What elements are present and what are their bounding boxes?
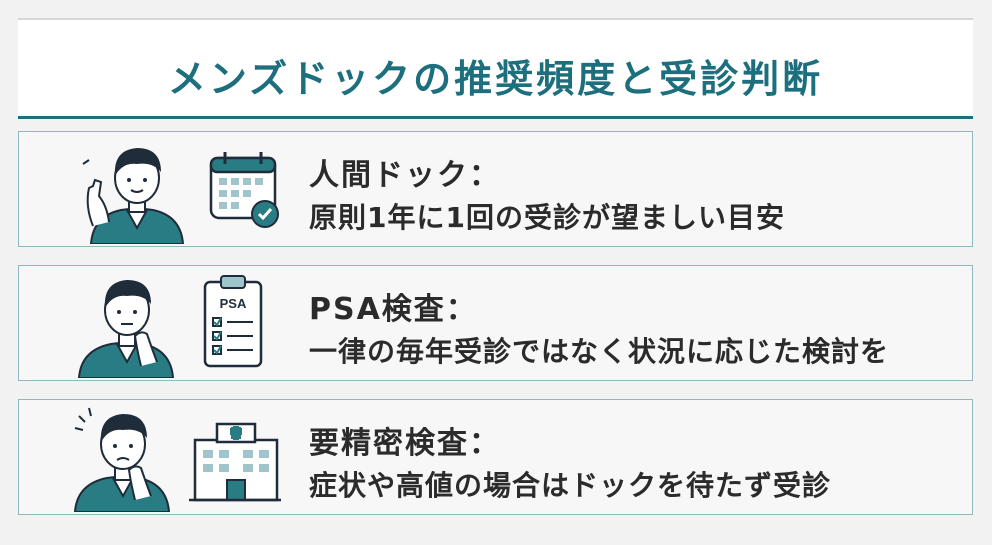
page-title: メンズドックの推奨頻度と受診判断: [167, 57, 824, 101]
hospital-icon: [189, 422, 281, 502]
card-heading: 要精密検査：: [309, 426, 501, 461]
title-banner: メンズドックの推奨頻度と受診判断: [18, 18, 973, 119]
info-card-psa: PSA PSA検査： 一律の毎年受診ではなく状況に応じた検討を: [18, 265, 973, 381]
card-heading: 人間ドック：: [309, 158, 501, 193]
card-description: 原則1年に1回の受診が望ましい目安: [309, 201, 785, 234]
worried-man-icon: [73, 407, 171, 512]
thinking-man-icon: [77, 280, 175, 378]
card-illustration: PSA: [77, 275, 263, 378]
card-illustration: [82, 148, 279, 244]
clipboard-label: PSA: [220, 296, 247, 311]
card-description: 症状や高値の場合はドックを待たず受診: [309, 469, 832, 502]
clipboard-checklist-icon: PSA: [203, 275, 263, 368]
info-card-seimitsu: 要精密検査： 症状や高値の場合はドックを待たず受診: [18, 399, 973, 515]
card-heading: PSA検査：: [309, 292, 478, 327]
card-description: 一律の毎年受診ではなく状況に応じた検討を: [309, 335, 890, 368]
calendar-check-icon: [209, 152, 279, 228]
info-card-ningen-dock: 人間ドック： 原則1年に1回の受診が望ましい目安: [18, 131, 973, 247]
pointing-man-icon: [82, 148, 185, 244]
card-illustration: [73, 407, 281, 512]
